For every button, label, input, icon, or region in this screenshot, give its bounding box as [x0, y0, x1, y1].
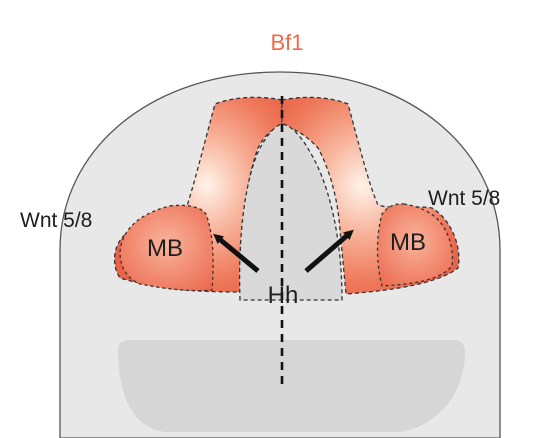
left-arrow: [213, 233, 260, 273]
right-arrow: [304, 229, 354, 273]
central-region: [238, 123, 343, 301]
right-mb-region: [376, 203, 454, 287]
hh-label: Hh: [268, 282, 299, 309]
right-wnt-label: Wnt 5/8: [428, 187, 500, 210]
left-wnt-label: Wnt 5/8: [20, 209, 92, 232]
left-mb-label: MB: [147, 235, 183, 262]
right-mb-label: MB: [390, 229, 426, 256]
lower-region: [118, 340, 465, 432]
left-mb-region: [119, 204, 214, 292]
bf1-label: Bf1: [270, 30, 303, 55]
